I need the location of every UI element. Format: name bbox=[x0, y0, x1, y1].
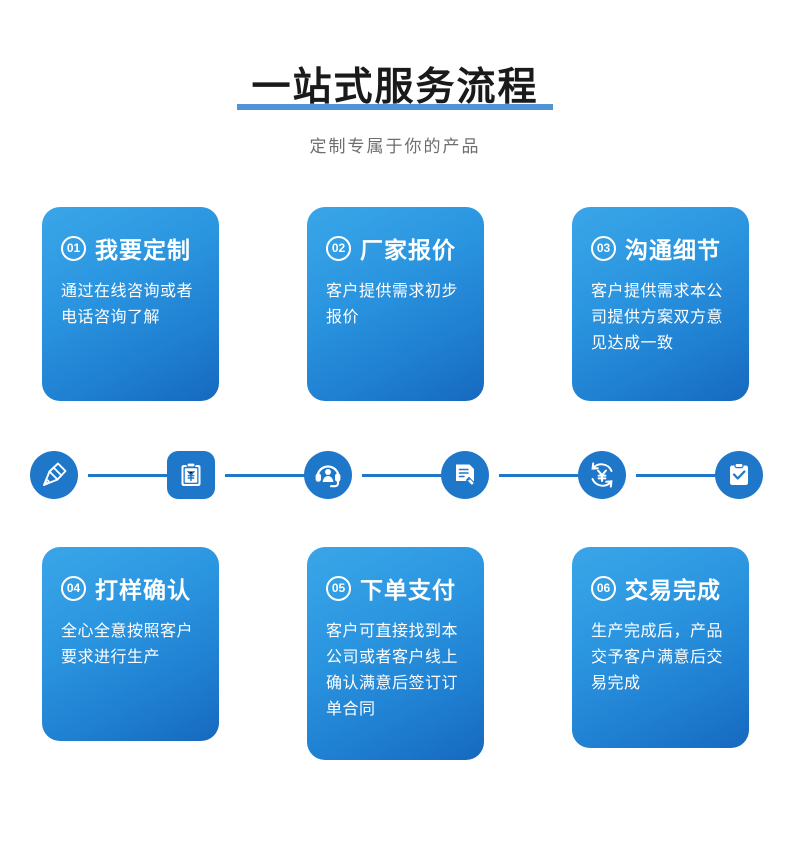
connector-line bbox=[636, 474, 727, 477]
connector-line bbox=[225, 474, 316, 477]
page-subtitle: 定制专属于你的产品 bbox=[309, 137, 481, 156]
step-card-header: 03 沟通细节 bbox=[591, 231, 730, 265]
yuan-refresh-glyph bbox=[591, 462, 613, 488]
step-number-badge: 04 bbox=[61, 575, 86, 601]
step-card-header: 05 下单支付 bbox=[326, 571, 465, 605]
step-number-badge: 06 bbox=[591, 575, 616, 601]
headset-support-glyph bbox=[315, 465, 341, 488]
title-underline-bar bbox=[237, 104, 553, 110]
page-title: 一站式服务流程 bbox=[251, 66, 539, 109]
step-card-06[interactable]: 06 交易完成 生产完成后，产品交予客户满意后交易完成 bbox=[572, 547, 749, 748]
step-card-title: 打样确认 bbox=[95, 577, 191, 603]
step-card-header: 01 我要定制 bbox=[61, 231, 200, 265]
step-card-description: 通过在线咨询或者电话咨询了解 bbox=[61, 283, 194, 326]
step-card-title: 下单支付 bbox=[360, 577, 456, 603]
connector-line bbox=[362, 474, 453, 477]
connector-line bbox=[499, 474, 590, 477]
step-card-header: 06 交易完成 bbox=[591, 571, 730, 605]
step-card-02[interactable]: 02 厂家报价 客户提供需求初步报价 bbox=[307, 207, 484, 401]
step-card-header: 02 厂家报价 bbox=[326, 231, 465, 265]
connector-line bbox=[88, 474, 179, 477]
title-wrap: 一站式服务流程 bbox=[237, 62, 553, 114]
clipboard-yuan-icon[interactable] bbox=[167, 451, 215, 499]
clipboard-check-icon[interactable] bbox=[715, 451, 763, 499]
contract-sign-glyph bbox=[456, 464, 476, 487]
step-card-04[interactable]: 04 打样确认 全心全意按照客户要求进行生产 bbox=[42, 547, 219, 741]
step-card-title: 我要定制 bbox=[95, 237, 191, 263]
design-pen-icon[interactable] bbox=[30, 451, 78, 499]
step-card-01[interactable]: 01 我要定制 通过在线咨询或者电话咨询了解 bbox=[42, 207, 219, 401]
step-card-description: 全心全意按照客户要求进行生产 bbox=[61, 623, 194, 666]
design-pen-glyph bbox=[43, 462, 67, 486]
step-card-title: 沟通细节 bbox=[625, 237, 721, 263]
step-card-03[interactable]: 03 沟通细节 客户提供需求本公司提供方案双方意见达成一致 bbox=[572, 207, 749, 401]
step-card-title: 厂家报价 bbox=[360, 237, 456, 263]
step-number-badge: 05 bbox=[326, 575, 351, 601]
step-card-05[interactable]: 05 下单支付 客户可直接找到本公司或者客户线上确认满意后签订订单合同 bbox=[307, 547, 484, 760]
step-number-badge: 02 bbox=[326, 235, 351, 261]
step-card-description: 生产完成后，产品交予客户满意后交易完成 bbox=[591, 623, 724, 692]
yuan-refresh-icon[interactable] bbox=[578, 451, 626, 499]
clipboard-yuan-glyph bbox=[181, 462, 201, 486]
process-icon-strip bbox=[0, 451, 790, 503]
headset-support-icon[interactable] bbox=[304, 451, 352, 499]
step-card-description: 客户提供需求初步报价 bbox=[326, 283, 459, 326]
step-card-title: 交易完成 bbox=[625, 577, 721, 603]
step-number-badge: 01 bbox=[61, 235, 86, 261]
step-card-header: 04 打样确认 bbox=[61, 571, 200, 605]
step-card-description: 客户可直接找到本公司或者客户线上确认满意后签订订单合同 bbox=[326, 623, 459, 718]
page-header: 一站式服务流程 定制专属于你的产品 bbox=[0, 62, 790, 157]
step-card-description: 客户提供需求本公司提供方案双方意见达成一致 bbox=[591, 283, 724, 352]
clipboard-check-glyph bbox=[730, 462, 748, 485]
step-number-badge: 03 bbox=[591, 235, 616, 261]
contract-sign-icon[interactable] bbox=[441, 451, 489, 499]
